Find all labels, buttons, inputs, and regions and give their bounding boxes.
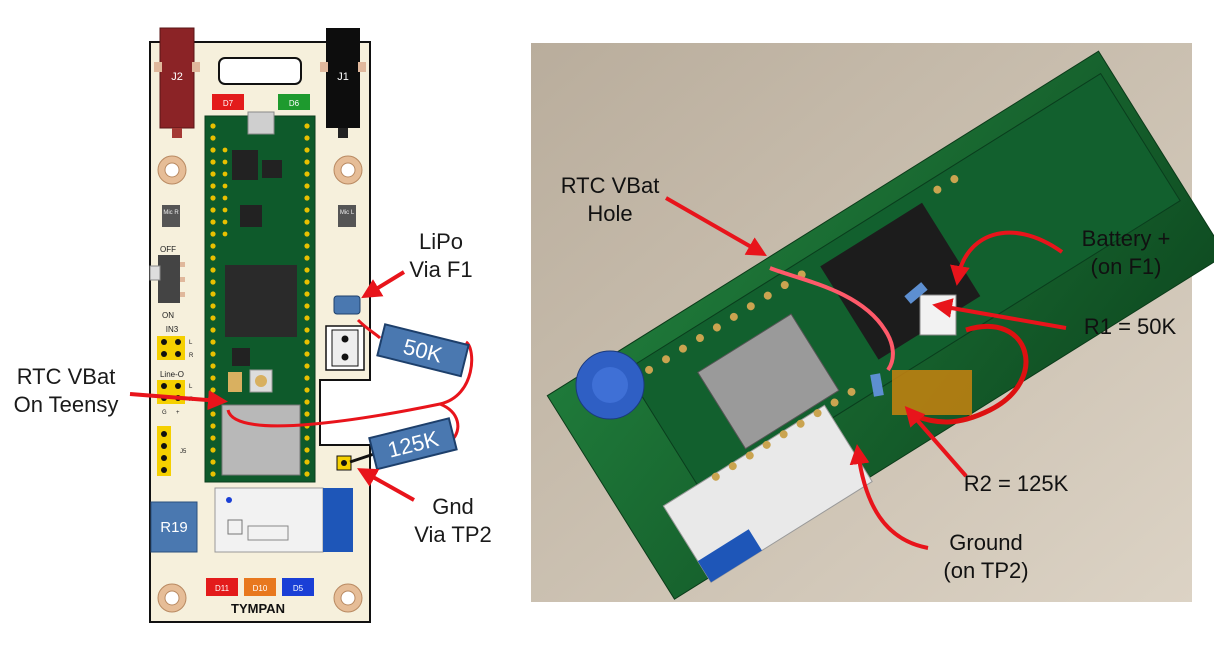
switch-off-label: OFF [160,245,176,254]
rtc-teensy-line1: RTC VBat [17,364,116,389]
rtc-hole-line2: Hole [587,201,632,226]
mounting-holes [157,155,363,613]
battery-line2: (on F1) [1091,254,1162,279]
top-slot [218,57,302,85]
f1-wire [356,318,382,340]
rtc-hole-arrow [665,196,767,256]
mic-left-label: Mic L [340,210,355,216]
led-d5-body [282,578,314,596]
battery-arrow [950,230,1064,286]
r19-potentiometer: R19 [150,501,198,553]
annotation-gnd: Gnd Via TP2 [357,468,492,547]
switch-on-label: ON [162,311,174,320]
gnd-line1: Gnd [432,494,474,519]
annotation-rtc-hole: RTC VBat Hole [561,173,767,256]
board-name: TYMPAN [231,601,285,616]
board-photo: RTC VBat Hole Battery + (on F1) R1 = 50K… [531,43,1214,602]
led-d7-body [212,94,244,110]
in3-l: L [189,340,193,346]
battery-line1: Battery + [1082,226,1171,251]
led-d10-body [244,578,276,596]
photo-jst [919,294,957,336]
photo-battery-wire [909,323,1029,425]
tympan-board-diagram: J2 J1 D7 D6 Mic [14,27,492,623]
led-d10-label: D10 [253,584,268,593]
f1-pad [333,295,361,315]
r1-label: R1 = 50K [1084,314,1177,339]
j5-label: J5 [180,449,187,455]
ground-line1: Ground [949,530,1022,555]
photo-sd-slot [697,313,840,450]
led-d5-label: D5 [293,584,304,593]
header-in3: IN3 L R [157,325,194,360]
annotation-lipo: LiPo Via F1 [361,229,473,299]
resistor-50k: 50K [376,323,470,378]
led-d10: D10 [244,578,276,596]
lineo-label: Line-O [160,370,184,379]
lipo-arrow [361,270,406,299]
gnd-line2: Via TP2 [414,522,491,547]
lipo-line1: LiPo [419,229,463,254]
r2-label: R2 = 125K [964,471,1069,496]
battery-connector [325,325,365,371]
processor-chip [225,265,297,337]
photo-r1 [904,282,928,304]
in3-r: R [189,353,194,359]
ground-line2: (on TP2) [943,558,1028,583]
lineo-plus: + [176,410,180,416]
photo-battery [892,370,972,415]
teensy-module [204,111,316,483]
power-switch: OFF ON [149,245,185,320]
in3-label: IN3 [166,325,179,334]
j1-label: J1 [337,71,349,83]
photo-bt-module [662,404,873,583]
j2-label: J2 [171,71,183,83]
lineo-l: L [189,384,193,390]
connector-j2: J2 [154,27,200,138]
lineo-g: G [162,410,167,416]
mic-left: Mic L [338,205,356,227]
led-d6-body [278,94,310,110]
rtc-teensy-line2: On Teensy [14,392,119,417]
led-d7: D7 [212,94,244,110]
led-d6-label: D6 [289,99,300,108]
ground-arrow [849,444,929,550]
annotation-r2: R2 = 125K [904,405,1069,496]
photo-red-wire [769,266,895,372]
bluetooth-module [214,487,353,553]
rtc-teensy-arrow [129,390,228,411]
mic-right: Mic R [162,205,180,227]
led-d11: D11 [206,578,238,596]
usb-connector [247,111,275,135]
led-d11-body [206,578,238,596]
r19-label: R19 [160,519,188,536]
annotation-r1: R1 = 50K [932,298,1177,339]
annotation-ground: Ground (on TP2) [849,444,1029,583]
led-d6: D6 [278,94,310,110]
rtc-hole-line1: RTC VBat [561,173,660,198]
r2-arrow [904,405,968,478]
led-d5: D5 [282,578,314,596]
r1-arrow [932,298,1067,330]
header-j5: J5 [157,426,187,476]
led-d11-label: D11 [215,584,230,593]
annotation-battery: Battery + (on F1) [950,226,1171,286]
vbat-wire [226,340,474,428]
mic-right-label: Mic R [163,210,179,216]
sd-card-slot [221,404,301,476]
annotation-rtc-teensy: RTC VBat On Teensy [14,364,228,417]
photo-r2 [870,373,884,397]
connector-j1: J1 [320,28,366,138]
led-d7-label: D7 [223,99,234,108]
lipo-line2: Via F1 [409,257,472,282]
gnd-arrow [357,468,415,502]
resistor-125k: 125K [368,417,458,471]
